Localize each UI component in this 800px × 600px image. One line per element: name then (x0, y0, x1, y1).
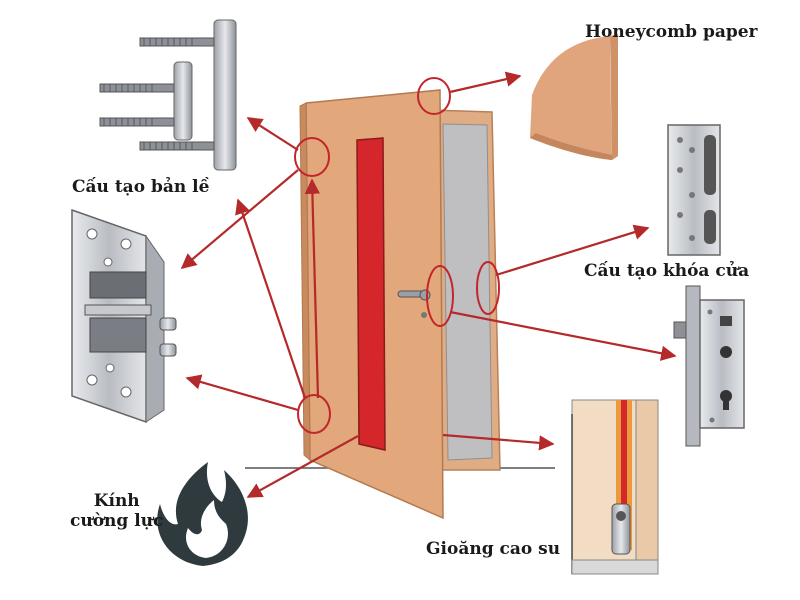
label-tempered-glass-line1: Kính (93, 491, 140, 511)
label-lock-structure: Cấu tạo khóa cửa (584, 261, 750, 281)
callout-circles (294, 77, 500, 434)
fire-icon (157, 462, 248, 566)
label-tempered-glass-line2: cường lực (70, 510, 164, 531)
callout-arrows (180, 71, 677, 498)
honeycomb-panel-icon (530, 34, 618, 160)
label-hinge-structure: Cấu tạo bản lề (72, 177, 210, 197)
label-tempered-glass: Kính cường lực (70, 491, 164, 531)
mortise-lock-icon (673, 285, 745, 447)
gasket-section-icon (571, 399, 659, 575)
glass-strip (356, 137, 386, 451)
label-honeycomb-paper: Honeycomb paper (585, 22, 758, 42)
door-leaf (299, 89, 444, 520)
label-rubber-gasket: Gioăng cao su (426, 539, 561, 559)
door-frame (429, 109, 501, 471)
lock-faceplate-icon (667, 124, 721, 256)
door-hinge-plate-icon (71, 208, 177, 424)
hinge-icon (99, 19, 237, 171)
